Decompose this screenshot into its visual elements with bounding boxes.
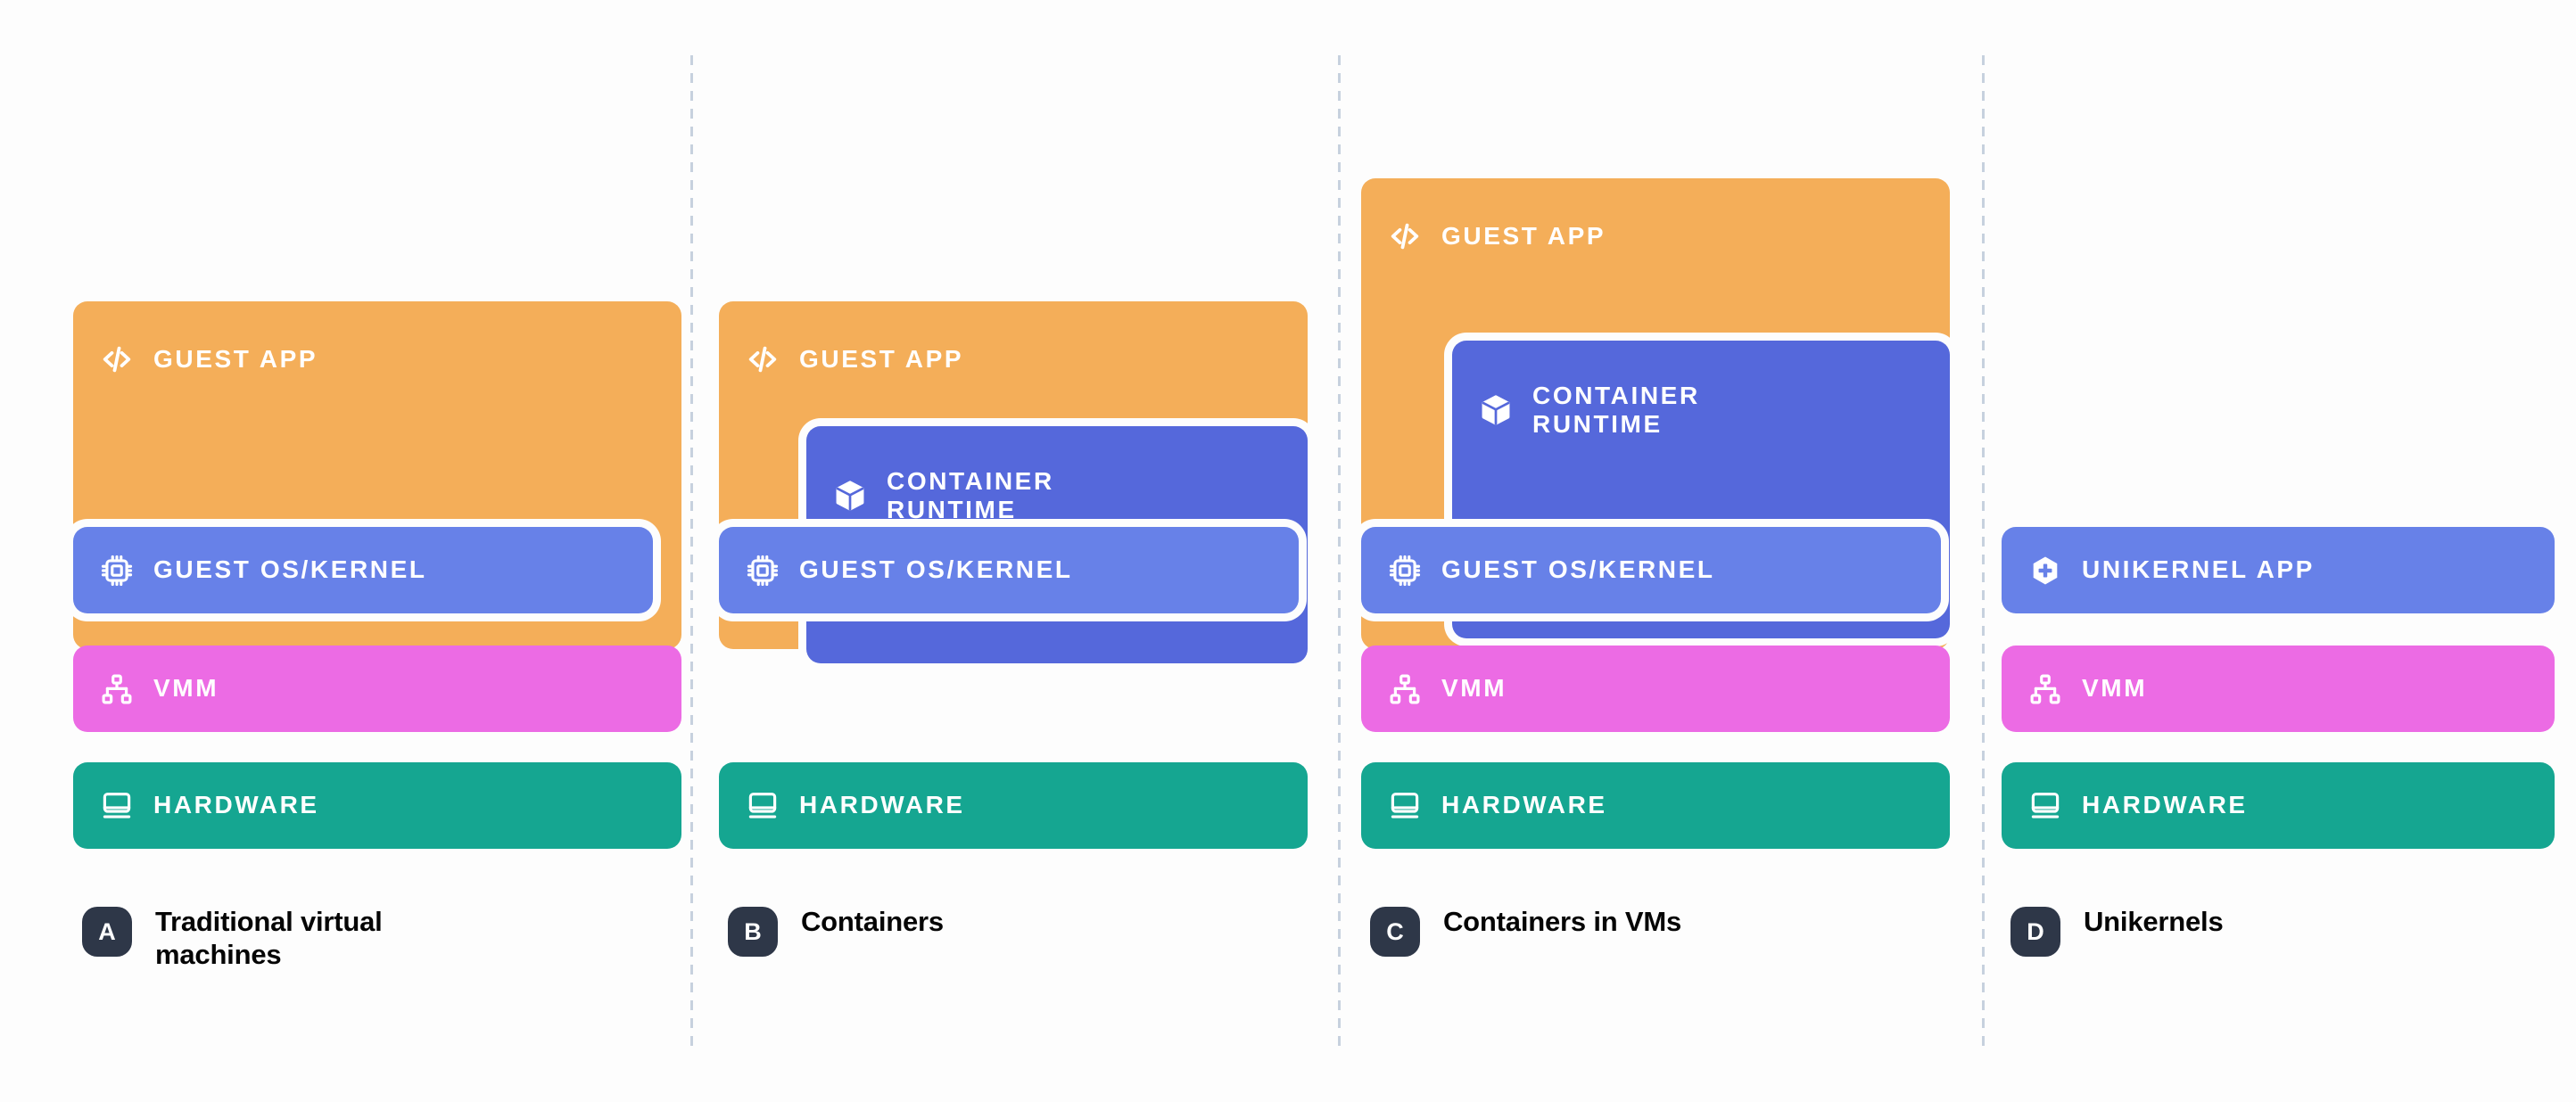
- box-cube-icon: [1479, 393, 1513, 427]
- panel-caption-text: Containers: [801, 906, 944, 937]
- panel-b-containers: GUEST APP CONTAINER RUNTIME: [690, 0, 1338, 1102]
- container-runtime-label: CONTAINER RUNTIME: [887, 467, 1054, 524]
- panel-caption: A Traditional virtual machines: [82, 905, 450, 971]
- guest-os-kernel-block[interactable]: GUEST OS/KERNEL: [73, 527, 653, 613]
- panel-caption-text: Unikernels: [2084, 906, 2224, 937]
- guest-os-kernel-block[interactable]: GUEST OS/KERNEL: [719, 527, 1299, 613]
- guest-app-label: GUEST APP: [1441, 221, 1606, 250]
- hardware-block[interactable]: HARDWARE: [73, 762, 681, 849]
- vmm-label: VMM: [1441, 674, 1507, 703]
- box-cube-icon: [833, 479, 867, 513]
- panel-caption: B Containers: [728, 905, 944, 957]
- panel-caption-text: Traditional virtual machines: [155, 906, 383, 971]
- panel-caption: C Containers in VMs: [1370, 905, 1681, 957]
- hexagon-plus-icon: [2028, 554, 2062, 588]
- vmm-label: VMM: [2082, 674, 2148, 703]
- panel-divider-2: [1338, 55, 1341, 1052]
- panel-divider-3: [1982, 55, 1985, 1052]
- hierarchy-network-icon: [100, 672, 134, 706]
- vmm-block[interactable]: VMM: [2002, 646, 2555, 732]
- panel-divider-1: [690, 55, 693, 1052]
- container-runtime-label: CONTAINER RUNTIME: [1532, 382, 1700, 439]
- vmm-block[interactable]: VMM: [1361, 646, 1950, 732]
- guest-app-label: GUEST APP: [153, 344, 318, 373]
- unikernel-app-label: UNIKERNEL APP: [2082, 555, 2315, 584]
- panel-badge-letter: C: [1370, 907, 1420, 957]
- monitor-desktop-icon: [100, 789, 134, 823]
- cpu-chip-icon: [100, 554, 134, 588]
- cpu-chip-icon: [1388, 554, 1422, 588]
- guest-os-kernel-label: GUEST OS/KERNEL: [153, 555, 427, 584]
- panel-badge-letter: D: [2010, 907, 2060, 957]
- panel-a-traditional-virtual-machines: GUEST APP GUEST OS/KERNEL: [0, 0, 690, 1102]
- monitor-desktop-icon: [746, 789, 780, 823]
- monitor-desktop-icon: [1388, 789, 1422, 823]
- hardware-label: HARDWARE: [799, 791, 965, 819]
- code-brackets-icon: [1388, 219, 1422, 253]
- cpu-chip-icon: [746, 554, 780, 588]
- guest-os-kernel-label: GUEST OS/KERNEL: [1441, 555, 1715, 584]
- hardware-block[interactable]: HARDWARE: [719, 762, 1308, 849]
- monitor-desktop-icon: [2028, 789, 2062, 823]
- guest-app-label: GUEST APP: [799, 344, 964, 373]
- panel-caption-text: Containers in VMs: [1443, 906, 1682, 937]
- code-brackets-icon: [746, 342, 780, 376]
- guest-os-kernel-label: GUEST OS/KERNEL: [799, 555, 1073, 584]
- panel-d-unikernels: UNIKERNEL APP VMM: [1982, 0, 2576, 1102]
- vmm-block[interactable]: VMM: [73, 646, 681, 732]
- unikernel-app-block[interactable]: UNIKERNEL APP: [2002, 527, 2555, 613]
- hardware-label: HARDWARE: [153, 791, 319, 819]
- panel-caption: D Unikernels: [2010, 905, 2224, 957]
- hierarchy-network-icon: [1388, 672, 1422, 706]
- code-brackets-icon: [100, 342, 134, 376]
- vmm-label: VMM: [153, 674, 219, 703]
- guest-os-kernel-block[interactable]: GUEST OS/KERNEL: [1361, 527, 1941, 613]
- hardware-label: HARDWARE: [1441, 791, 1607, 819]
- hierarchy-network-icon: [2028, 672, 2062, 706]
- hardware-block[interactable]: HARDWARE: [1361, 762, 1950, 849]
- panel-badge-letter: A: [82, 907, 132, 957]
- hardware-block[interactable]: HARDWARE: [2002, 762, 2555, 849]
- panel-badge-letter: B: [728, 907, 778, 957]
- panel-c-containers-in-vms: GUEST APP CONTAINER RUNTIME: [1338, 0, 1982, 1102]
- hardware-label: HARDWARE: [2082, 791, 2248, 819]
